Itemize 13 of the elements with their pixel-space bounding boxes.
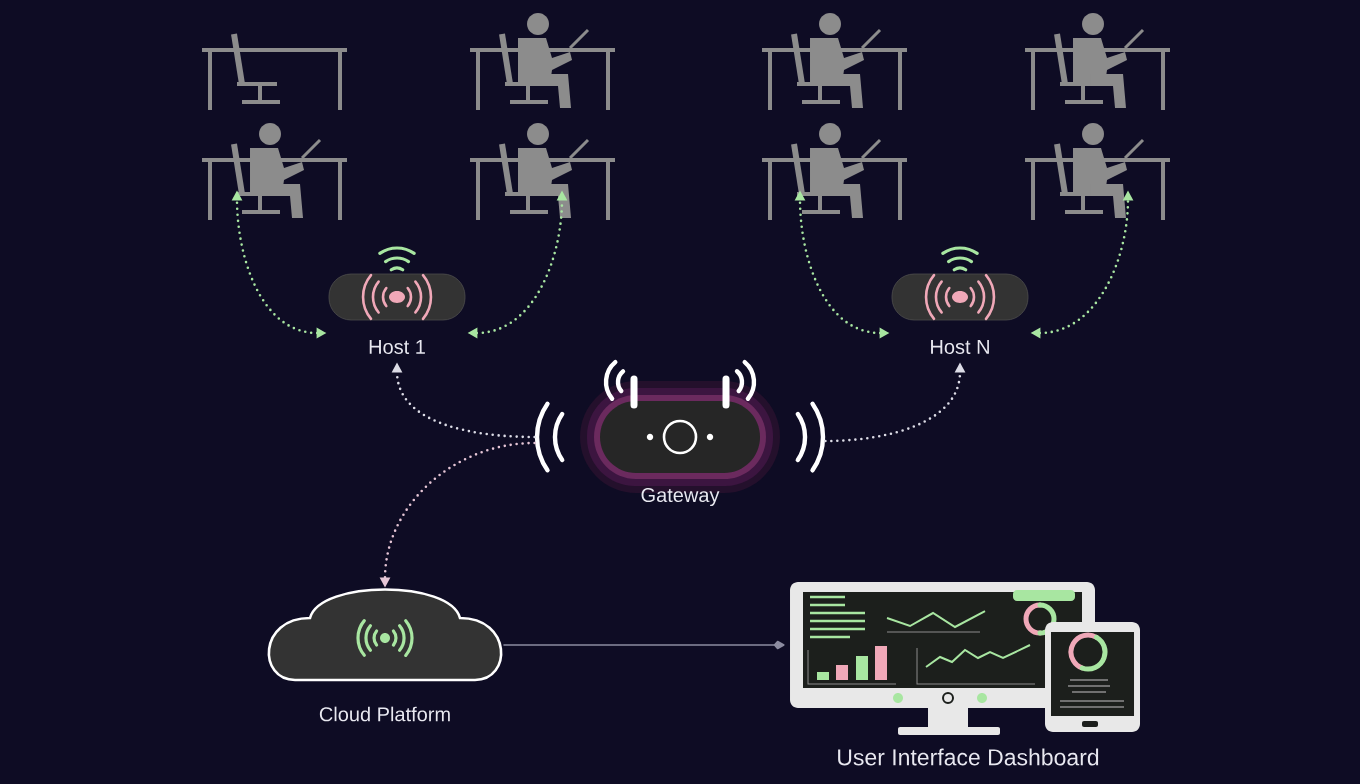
workstation-drawing [468, 13, 617, 112]
workstation-drawing [760, 13, 909, 112]
workstation-drawing [760, 123, 909, 222]
device-label: User Interface Dashboard [838, 748, 1099, 766]
device-label: Cloud Platform [319, 706, 450, 722]
device-label: Host 1 [369, 340, 425, 354]
workstation-drawing [1023, 123, 1172, 222]
workstation-drawing [200, 123, 349, 222]
workstation-drawing [1023, 13, 1172, 112]
workstation-drawing [200, 33, 349, 112]
device-label: Host N [931, 340, 989, 354]
workstation-drawing [468, 123, 617, 222]
connector-line [502, 640, 785, 650]
